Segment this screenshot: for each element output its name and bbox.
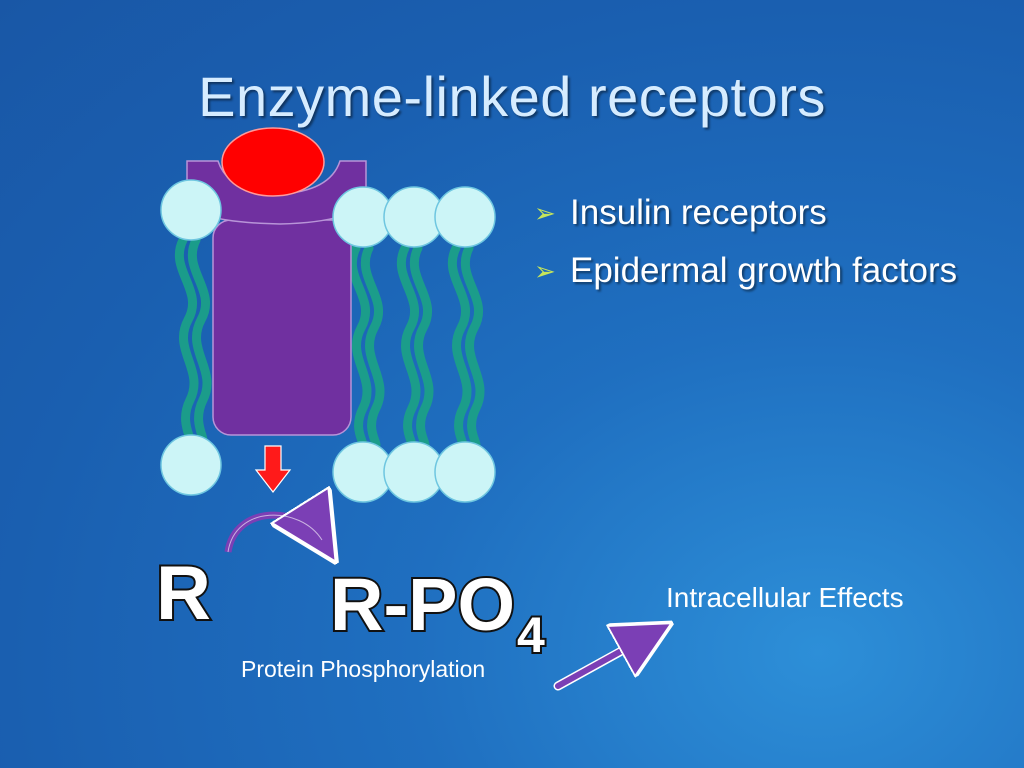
lipid-head [434, 186, 496, 248]
lipid-tail [460, 243, 485, 450]
lipid-heads-bottom [160, 434, 496, 503]
lipid-tail [409, 243, 434, 450]
bullet-item: ➢ Epidermal growth factors [530, 248, 990, 294]
protein-phosphorylation-label: Protein Phosphorylation [241, 656, 486, 682]
bullet-text: Epidermal growth factors [570, 251, 958, 290]
lipid-heads-top [160, 179, 496, 248]
bullet-list: ➢ Insulin receptors ➢ Epidermal growth f… [530, 190, 990, 306]
signal-down-arrow-icon [254, 445, 292, 493]
lipid-tail [396, 243, 421, 450]
product-label: R-PO4 [328, 566, 547, 663]
reactant-label: R [154, 551, 213, 636]
bullet-item: ➢ Insulin receptors [530, 190, 990, 236]
arrowhead-bullet-icon: ➢ [534, 256, 556, 286]
lipid-tails [174, 235, 485, 450]
arrowhead-bullet-icon: ➢ [534, 198, 556, 228]
product-label-text: R-PO [328, 563, 517, 646]
lipid-tail [347, 243, 372, 450]
lipid-tail [447, 243, 472, 450]
lipid-tail [174, 235, 199, 445]
lipid-tail [187, 235, 212, 445]
receptor-body [212, 219, 352, 436]
slide-title: Enzyme-linked receptors [198, 65, 826, 128]
ligand-molecule [221, 127, 325, 197]
lipid-head [434, 441, 496, 503]
lipid-tail [360, 243, 385, 450]
intracellular-effects-label: Intracellular Effects [666, 582, 904, 613]
lipid-head [160, 179, 222, 241]
reaction-curve-arrow [224, 515, 322, 552]
product-subscript: 4 [515, 607, 547, 663]
bullet-text: Insulin receptors [570, 193, 827, 232]
lipid-head [160, 434, 222, 496]
